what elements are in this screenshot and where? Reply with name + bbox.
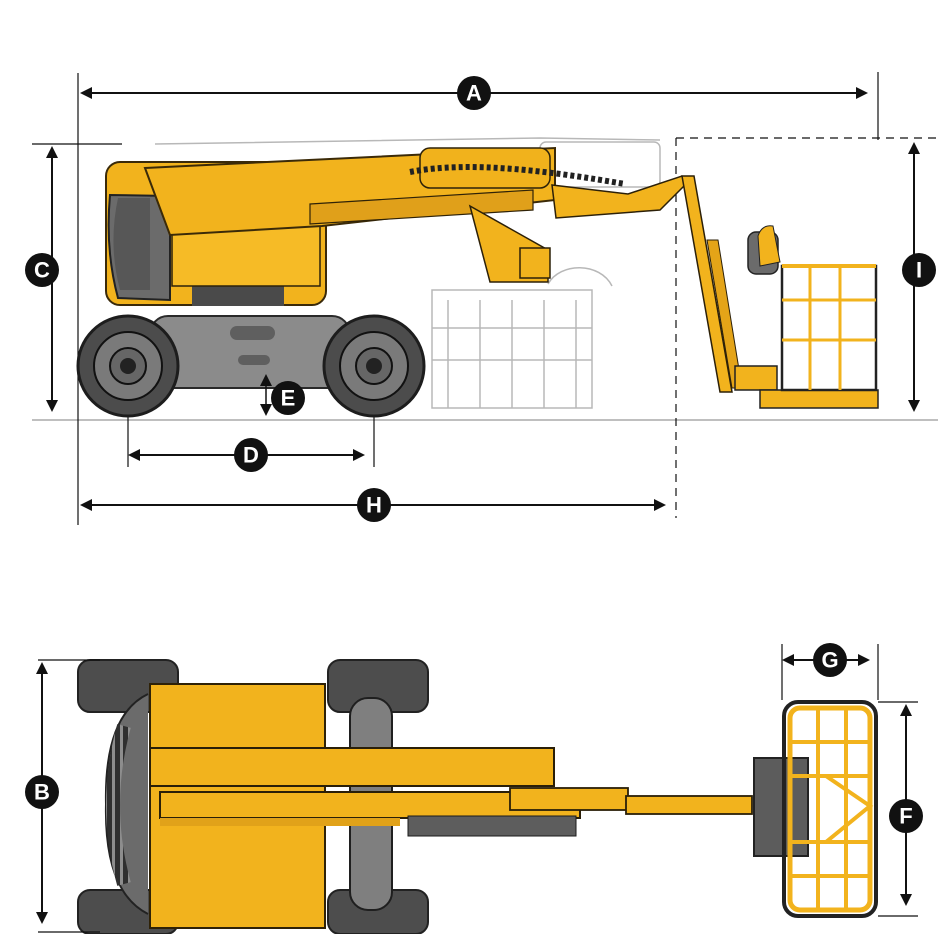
- dimension-badge-b: B: [25, 775, 59, 809]
- pivot-block: [519, 247, 551, 279]
- dimension-badge-e: E: [271, 381, 305, 415]
- svg-text:G: G: [821, 648, 838, 673]
- dimension-badge-f: F: [889, 799, 923, 833]
- rear-wheel: [76, 314, 180, 418]
- top-hose-chain: [407, 815, 577, 837]
- turntable-bearing: [192, 286, 284, 306]
- dimension-badge-g: G: [813, 643, 847, 677]
- dimension-badge-h: H: [357, 488, 391, 522]
- counterweight-shadow: [113, 198, 150, 290]
- dimension-badge-c: C: [25, 253, 59, 287]
- top-platform-brace: [824, 774, 874, 844]
- chassis-slot: [230, 326, 275, 340]
- platform: [734, 225, 879, 409]
- boom-lower-section: [309, 189, 534, 225]
- top-jib: [625, 795, 753, 815]
- dimension-badge-i: I: [902, 253, 936, 287]
- top-view: [36, 644, 918, 934]
- hose-chain: [409, 164, 626, 187]
- side-view: [32, 72, 938, 525]
- svg-text:B: B: [34, 780, 50, 805]
- front-wheel: [322, 314, 426, 418]
- top-main-boom-upper: [149, 747, 555, 787]
- top-platform-rail: [787, 705, 873, 913]
- svg-text:C: C: [34, 258, 50, 283]
- svg-text:F: F: [899, 804, 912, 829]
- top-jib-base: [509, 787, 629, 811]
- svg-text:I: I: [916, 258, 922, 283]
- top-counterweight-hatch: [106, 724, 131, 886]
- top-boom-rail: [160, 818, 400, 826]
- svg-text:A: A: [466, 81, 482, 106]
- jib-arm: [681, 175, 733, 393]
- dimension-badge-d: D: [234, 438, 268, 472]
- dimension-badge-a: A: [457, 76, 491, 110]
- top-platform-cage: [782, 700, 878, 918]
- svg-text:E: E: [281, 386, 296, 411]
- ghost-stowed-platform: [154, 137, 661, 409]
- svg-text:H: H: [366, 493, 382, 518]
- chassis-slot: [238, 355, 270, 365]
- svg-text:D: D: [243, 443, 259, 468]
